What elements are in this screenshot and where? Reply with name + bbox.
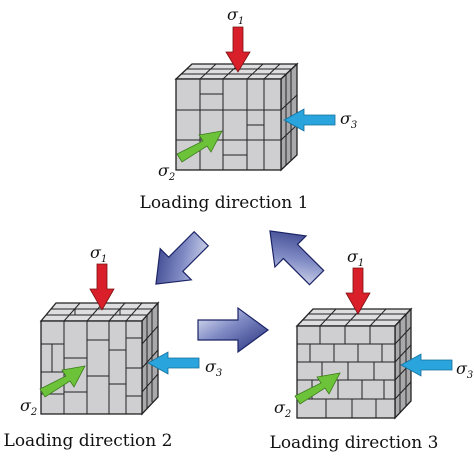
sigma2-arrow	[294, 372, 341, 405]
cycle-arrow-3-to-1	[269, 230, 325, 286]
sigma1-label: σ1	[90, 243, 107, 265]
sigma3-arrow	[147, 351, 200, 375]
sigma3-label: σ3	[456, 359, 473, 381]
cube-1-caption: Loading direction 1	[140, 193, 309, 213]
cycle-arrow-1-to-2	[155, 230, 210, 285]
cube-2-group: σ1 σ3 σ2 Loading direction 2	[4, 243, 223, 451]
cube-3-caption: Loading direction 3	[270, 433, 439, 453]
sigma2-label: σ2	[274, 398, 291, 420]
sigma1-label: σ1	[227, 5, 244, 27]
sigma1-arrow	[345, 267, 371, 315]
cycle-arrow-2-to-3	[197, 306, 270, 354]
sigma2-label: σ2	[20, 396, 37, 418]
cube-1-group: σ1 σ3 σ2 Loading direction 1	[140, 5, 358, 213]
cube-2-caption: Loading direction 2	[4, 431, 173, 451]
sigma1-arrow	[89, 263, 115, 311]
sigma3-label: σ3	[340, 109, 357, 131]
sigma3-label: σ3	[205, 357, 222, 379]
sigma1-label: σ1	[347, 247, 364, 269]
sigma1-arrow	[225, 26, 251, 73]
sigma3-arrow	[283, 108, 336, 132]
sigma3-arrow	[400, 353, 453, 377]
sigma2-arrow	[176, 130, 223, 163]
cube-3-group: σ1 σ3 σ2 Loading direction 3	[270, 247, 474, 453]
sigma2-label: σ2	[158, 161, 175, 183]
sigma2-arrow	[39, 365, 86, 398]
cube-3	[295, 307, 413, 420]
cube-2	[39, 301, 160, 416]
